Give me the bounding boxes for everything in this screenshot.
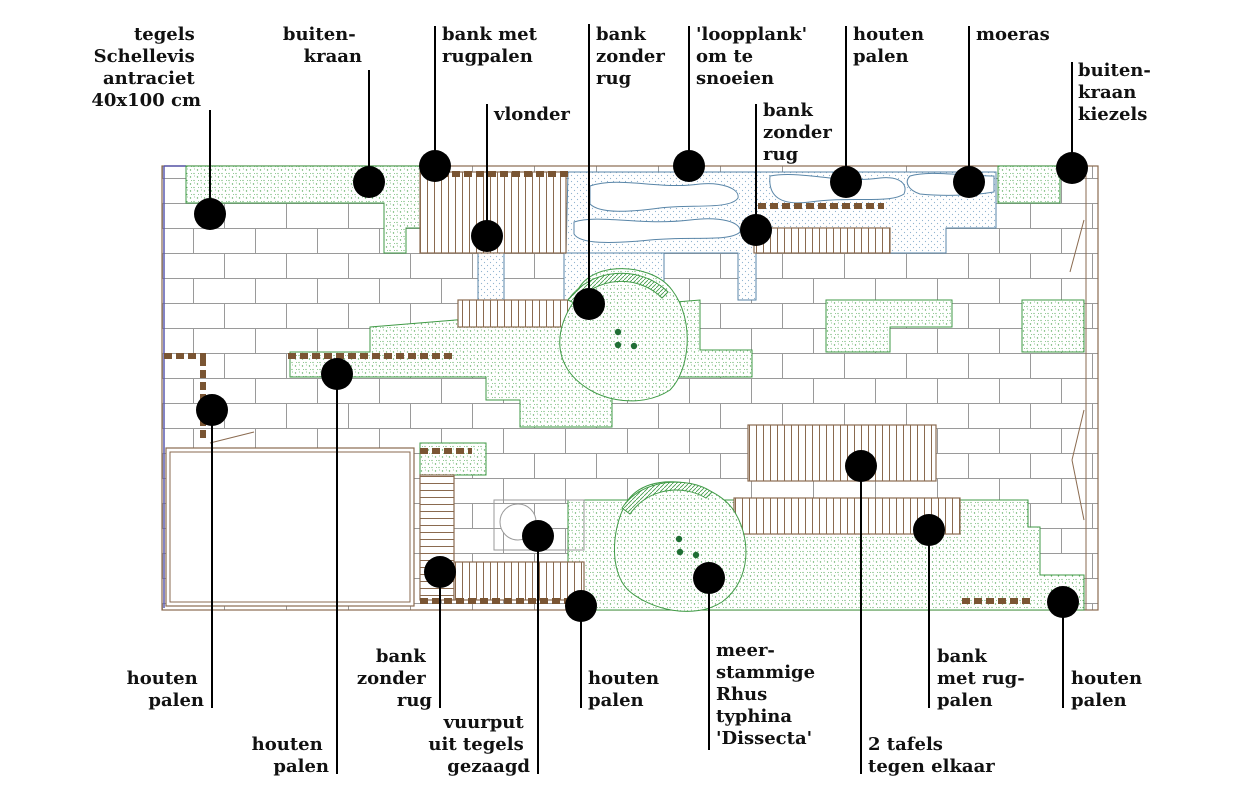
label-houten-palen-right: houten palen (1071, 668, 1148, 711)
marker-houten-palen-left (196, 394, 228, 426)
label-tegels: tegels Schellevis antraciet 40x100 cm (91, 24, 201, 111)
tree-rhus (613, 481, 747, 612)
stepping-plank-2 (573, 218, 741, 243)
marker-houten-palen-left2 (321, 358, 353, 390)
gravel-bed-right-a (825, 299, 953, 353)
marker-buitenkraan-kiezels (1056, 152, 1088, 184)
gravel-bed-right-b (1021, 299, 1085, 353)
label-houten-palen-left2: houten palen (252, 734, 329, 777)
label-bank-zonder-rug-mid: bank zonder rug (763, 100, 838, 165)
fence-gate (1071, 409, 1085, 461)
marker-vlonder (471, 220, 503, 252)
tree-top-hedge (567, 272, 669, 305)
marker-houten-palen-bottom (565, 590, 597, 622)
callout-markers (194, 150, 1088, 622)
tree-top-stem (630, 342, 638, 350)
marsh-stream (477, 252, 505, 301)
label-houten-palen-top: houten palen (853, 24, 930, 67)
marker-vuurput (522, 520, 554, 552)
label-bank-zonder-rug: bank zonder rug (596, 24, 671, 89)
stepping-plank-1 (589, 181, 739, 212)
label-buitenkraan: buiten- kraan (283, 24, 362, 67)
label-vuurput: vuurput uit tegels gezaagd (428, 712, 530, 777)
label-loopplank: 'loopplank' om te snoeien (696, 24, 813, 89)
label-buitenkraan-kiezels: buiten- kraan kiezels (1078, 60, 1157, 125)
tree-top (559, 268, 688, 402)
gravel-bed-small (419, 442, 487, 476)
label-houten-palen-bottom: houten palen (588, 668, 665, 711)
gravel-bed-top-right (997, 165, 1061, 204)
label-moeras: moeras (976, 24, 1050, 45)
tree-rhus-stem (676, 548, 684, 556)
shed-door-swing (209, 431, 255, 444)
garden-shed-inner (169, 451, 411, 603)
tree-rhus-stem (692, 551, 700, 559)
marker-bank-met-rugpalen-bottom (913, 514, 945, 546)
bench-without-back-mid (753, 227, 891, 254)
marker-rhus (693, 562, 725, 594)
fence-gate (1071, 459, 1085, 521)
label-tafels: 2 tafels tegen elkaar (868, 734, 995, 777)
fence-gate (1069, 219, 1085, 273)
marker-buitenkraan (353, 166, 385, 198)
tree-top-stem (614, 328, 622, 336)
garden-shed (165, 447, 415, 607)
label-bank-zonder-rug-bottom: bank zonder rug (357, 646, 433, 711)
marker-bank-zonder-rug (573, 288, 605, 320)
marker-bank-met-rugpalen (419, 150, 451, 182)
label-bank-met-rugpalen-bottom: bank met rug- palen (937, 646, 1031, 711)
tree-top-stem (614, 341, 622, 349)
marker-bank-zonder-rug-mid (740, 214, 772, 246)
label-bank-met-rugpalen: bank met rugpalen (442, 24, 543, 67)
bench-bottom-horizontal (453, 561, 585, 601)
marker-moeras (953, 166, 985, 198)
label-houten-palen-left: houten palen (127, 668, 204, 711)
marker-tegels (194, 198, 226, 230)
tree-rhus-stem (675, 535, 683, 543)
label-rhus: meer- stammige Rhus typhina 'Dissecta' (716, 640, 821, 749)
marker-houten-palen-top (830, 166, 862, 198)
marker-bank-zonder-rug-bottom (424, 556, 456, 588)
labels: tegels Schellevis antraciet 40x100 cm bu… (91, 24, 1157, 777)
table-1 (747, 424, 937, 482)
marker-loopplank (673, 150, 705, 182)
tree-rhus-hedge (621, 481, 713, 515)
marker-houten-palen-right (1047, 586, 1079, 618)
right-fence (1069, 166, 1087, 610)
marker-tafels (845, 450, 877, 482)
label-vlonder: vlonder (493, 104, 570, 125)
leader-lines (209, 24, 1073, 774)
